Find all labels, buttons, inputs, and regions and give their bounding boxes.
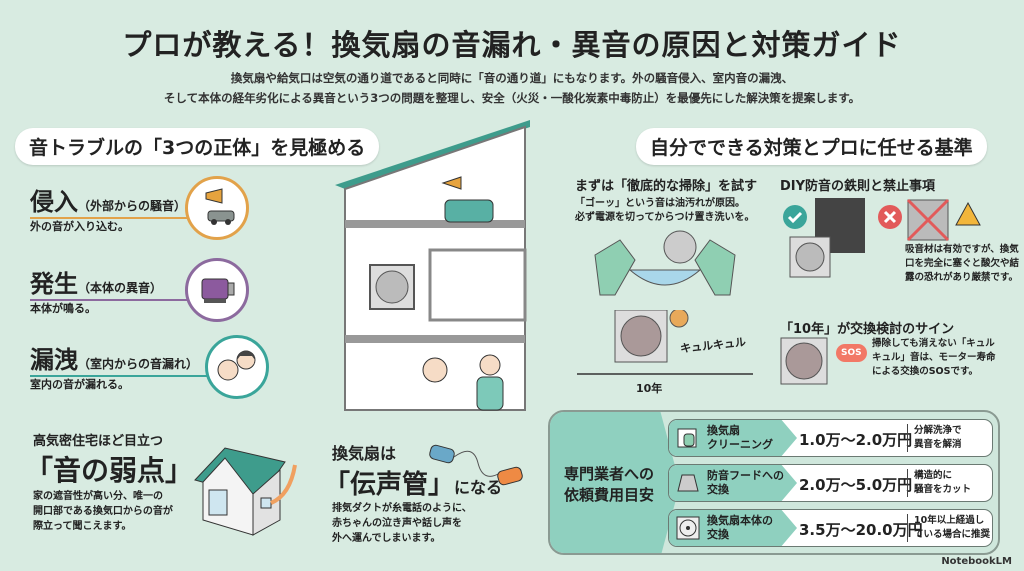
weak-point-desc: 開口部である換気口からの音が [33, 506, 173, 517]
diy-rules-title: DIY防音の鉄則と禁止事項 [780, 179, 936, 194]
speaking-tube-tail: になる [454, 478, 503, 497]
diy-desc-line: 吸音材は有効ですが、換気 [905, 244, 1019, 255]
page-title: プロが教える！換気扇の音漏れ・異音の原因と対策ガイド [122, 28, 902, 62]
speaking-tube-desc: 赤ちゃんの泣き声や話し声を [332, 518, 462, 529]
cause-title: 漏洩 [30, 346, 78, 374]
hood-icon [677, 474, 699, 492]
washing-fan-illustration [594, 230, 736, 296]
price-note: 異音を解消 [914, 439, 962, 450]
diy-desc-line: 露の恐れがあり厳禁です。 [905, 272, 1019, 283]
replace-desc-line: による交換のSOSです。 [872, 366, 979, 377]
service-name: 交換 [707, 528, 729, 541]
notebooklm-brand: NotebookLM [941, 556, 1012, 567]
left-section-heading: 音トラブルの「3つの正体」を見極める [15, 128, 380, 165]
service-name: 交換 [707, 483, 729, 496]
service-name: 換気扇 [707, 424, 740, 437]
sos-badge: SOS [836, 344, 867, 362]
speaking-tube-title: 「伝声管」 [324, 470, 455, 500]
pricing-lead-line: 専門業者への [564, 464, 655, 483]
fan-icon [676, 516, 700, 540]
replace-desc-line: キュル」音は、モーター寿命 [872, 352, 996, 363]
diy-desc-line: 口を完全に塞ぐと酸欠や結 [905, 258, 1020, 269]
replace-sign-title: 「10年」が交換検討のサイン [780, 322, 955, 337]
pricing-row-unit: 換気扇本体の交換 3.5万～20.0万円 10年以上経過している場合に推奨 [668, 509, 993, 547]
cause-paren: （室内からの音漏れ） [78, 357, 199, 371]
price-note: ている場合に推奨 [914, 529, 991, 540]
replace-sign-desc: 掃除しても消えない「キュル キュル」音は、モーター寿命 による交換のSOSです。 [872, 337, 996, 379]
cause-paren: （外部からの騒音） [78, 199, 187, 213]
cleaning-tip: まずは「徹底的な掃除」を試す 「ゴーッ」という音は油汚れが原因。 必ず電源を切っ… [575, 175, 757, 225]
timeline-axis-label: 10年 [636, 382, 663, 395]
aging-fan-timeline [577, 310, 753, 375]
weak-point-desc: 家の遮音性が高い分、唯一の [33, 491, 163, 502]
pricing-lead-line: 依頼費用目安 [564, 485, 655, 504]
price-note: 10年以上経過し [914, 515, 985, 526]
weak-point-title: 「音の弱点」 [25, 454, 194, 487]
price-range: 2.0万～5.0万円 [799, 476, 913, 494]
cause-desc: 本体が鳴る。 [30, 302, 96, 315]
speaking-tube-desc: 外へ運んでしまいます。 [332, 533, 441, 544]
cause-title: 侵入 [30, 188, 78, 216]
price-note: 構造的に [914, 470, 953, 481]
motor-icon [185, 258, 249, 322]
weak-point-desc: 際立って聞こえます。 [33, 521, 132, 532]
cause-title: 発生 [30, 270, 78, 298]
speaking-tube-desc: 排気ダクトが糸電話のように、 [332, 503, 472, 514]
right-section-heading: 自分でできる対策とプロに任せる基準 [636, 128, 987, 165]
weak-point-lead: 高気密住宅ほど目立つ [33, 434, 164, 449]
cause-desc: 外の音が入り込む。 [30, 220, 129, 233]
pricing-table: 専門業者への依頼費用目安 換気扇クリーニング 1.0万～2.0万円 分解洗浄で異… [548, 410, 1000, 555]
price-note: 騒音をカット [914, 484, 972, 495]
cleaning-tip-desc: 「ゴーッ」という音は油汚れが原因。 [575, 198, 745, 209]
cause-generation: 発生（本体の異音） 本体が鳴る。 [30, 264, 195, 317]
cause-underline [30, 217, 195, 219]
speaking-tube-lead: 換気扇は [332, 444, 397, 463]
subtitle-line: そして本体の経年劣化による異音という3つの問題を整理し、安全（火災・一酸化炭素中… [163, 91, 861, 105]
price-range: 3.5万～20.0万円 [799, 521, 923, 539]
price-range: 1.0万～2.0万円 [799, 431, 913, 449]
cause-intrusion: 侵入（外部からの騒音） 外の音が入り込む。 [30, 182, 195, 235]
house-cross-section-illustration [335, 120, 530, 411]
cause-desc: 室内の音が漏れる。 [30, 378, 129, 391]
tin-can-phone-icon [429, 444, 523, 486]
replace-desc-line: 掃除しても消えない「キュル [872, 338, 995, 349]
cause-underline [30, 299, 195, 301]
cleaning-tip-title: まずは「徹底的な掃除」を試す [575, 179, 758, 194]
service-name: 換気扇本体の [707, 514, 773, 527]
subtitle-line: 換気扇や給気口は空気の通り道であると同時に「音の通り道」にもなります。外の騒音侵… [230, 71, 794, 85]
old-fan-icon [780, 337, 828, 385]
diy-do-dont-illustration [783, 198, 981, 278]
cleaning-tip-desc: 必ず電源を切ってからつけ置き洗いを。 [575, 212, 755, 223]
cause-paren: （本体の異音） [78, 281, 163, 295]
baby-parent-icon [205, 335, 269, 399]
service-name: 防音フードへの [707, 469, 784, 482]
price-note: 分解洗浄で [914, 425, 962, 436]
cause-underline [30, 375, 210, 377]
diy-rules-desc: 吸音材は有効ですが、換気 口を完全に塞ぐと酸欠や結 露の恐れがあり厳禁です。 [905, 243, 1019, 285]
pricing-lead: 専門業者への依頼費用目安 [550, 412, 680, 553]
horn-car-icon [185, 176, 249, 240]
house-icon [194, 447, 297, 536]
cause-leakage: 漏洩（室内からの音漏れ） 室内の音が漏れる。 [30, 340, 210, 393]
pricing-row-cleaning: 換気扇クリーニング 1.0万～2.0万円 分解洗浄で異音を解消 [668, 419, 993, 457]
speaking-tube-block: 換気扇は 「伝声管」になる 排気ダクトが糸電話のように、 赤ちゃんの泣き声や話し… [324, 440, 503, 546]
pricing-row-hood: 防音フードへの交換 2.0万～5.0万円 構造的に騒音をカット [668, 464, 993, 502]
cleaning-hand-icon [677, 428, 697, 448]
service-name: クリーニング [707, 438, 773, 451]
weak-point-block: 高気密住宅ほど目立つ 「音の弱点」 家の遮音性が高い分、唯一の 開口部である換気… [25, 430, 193, 534]
